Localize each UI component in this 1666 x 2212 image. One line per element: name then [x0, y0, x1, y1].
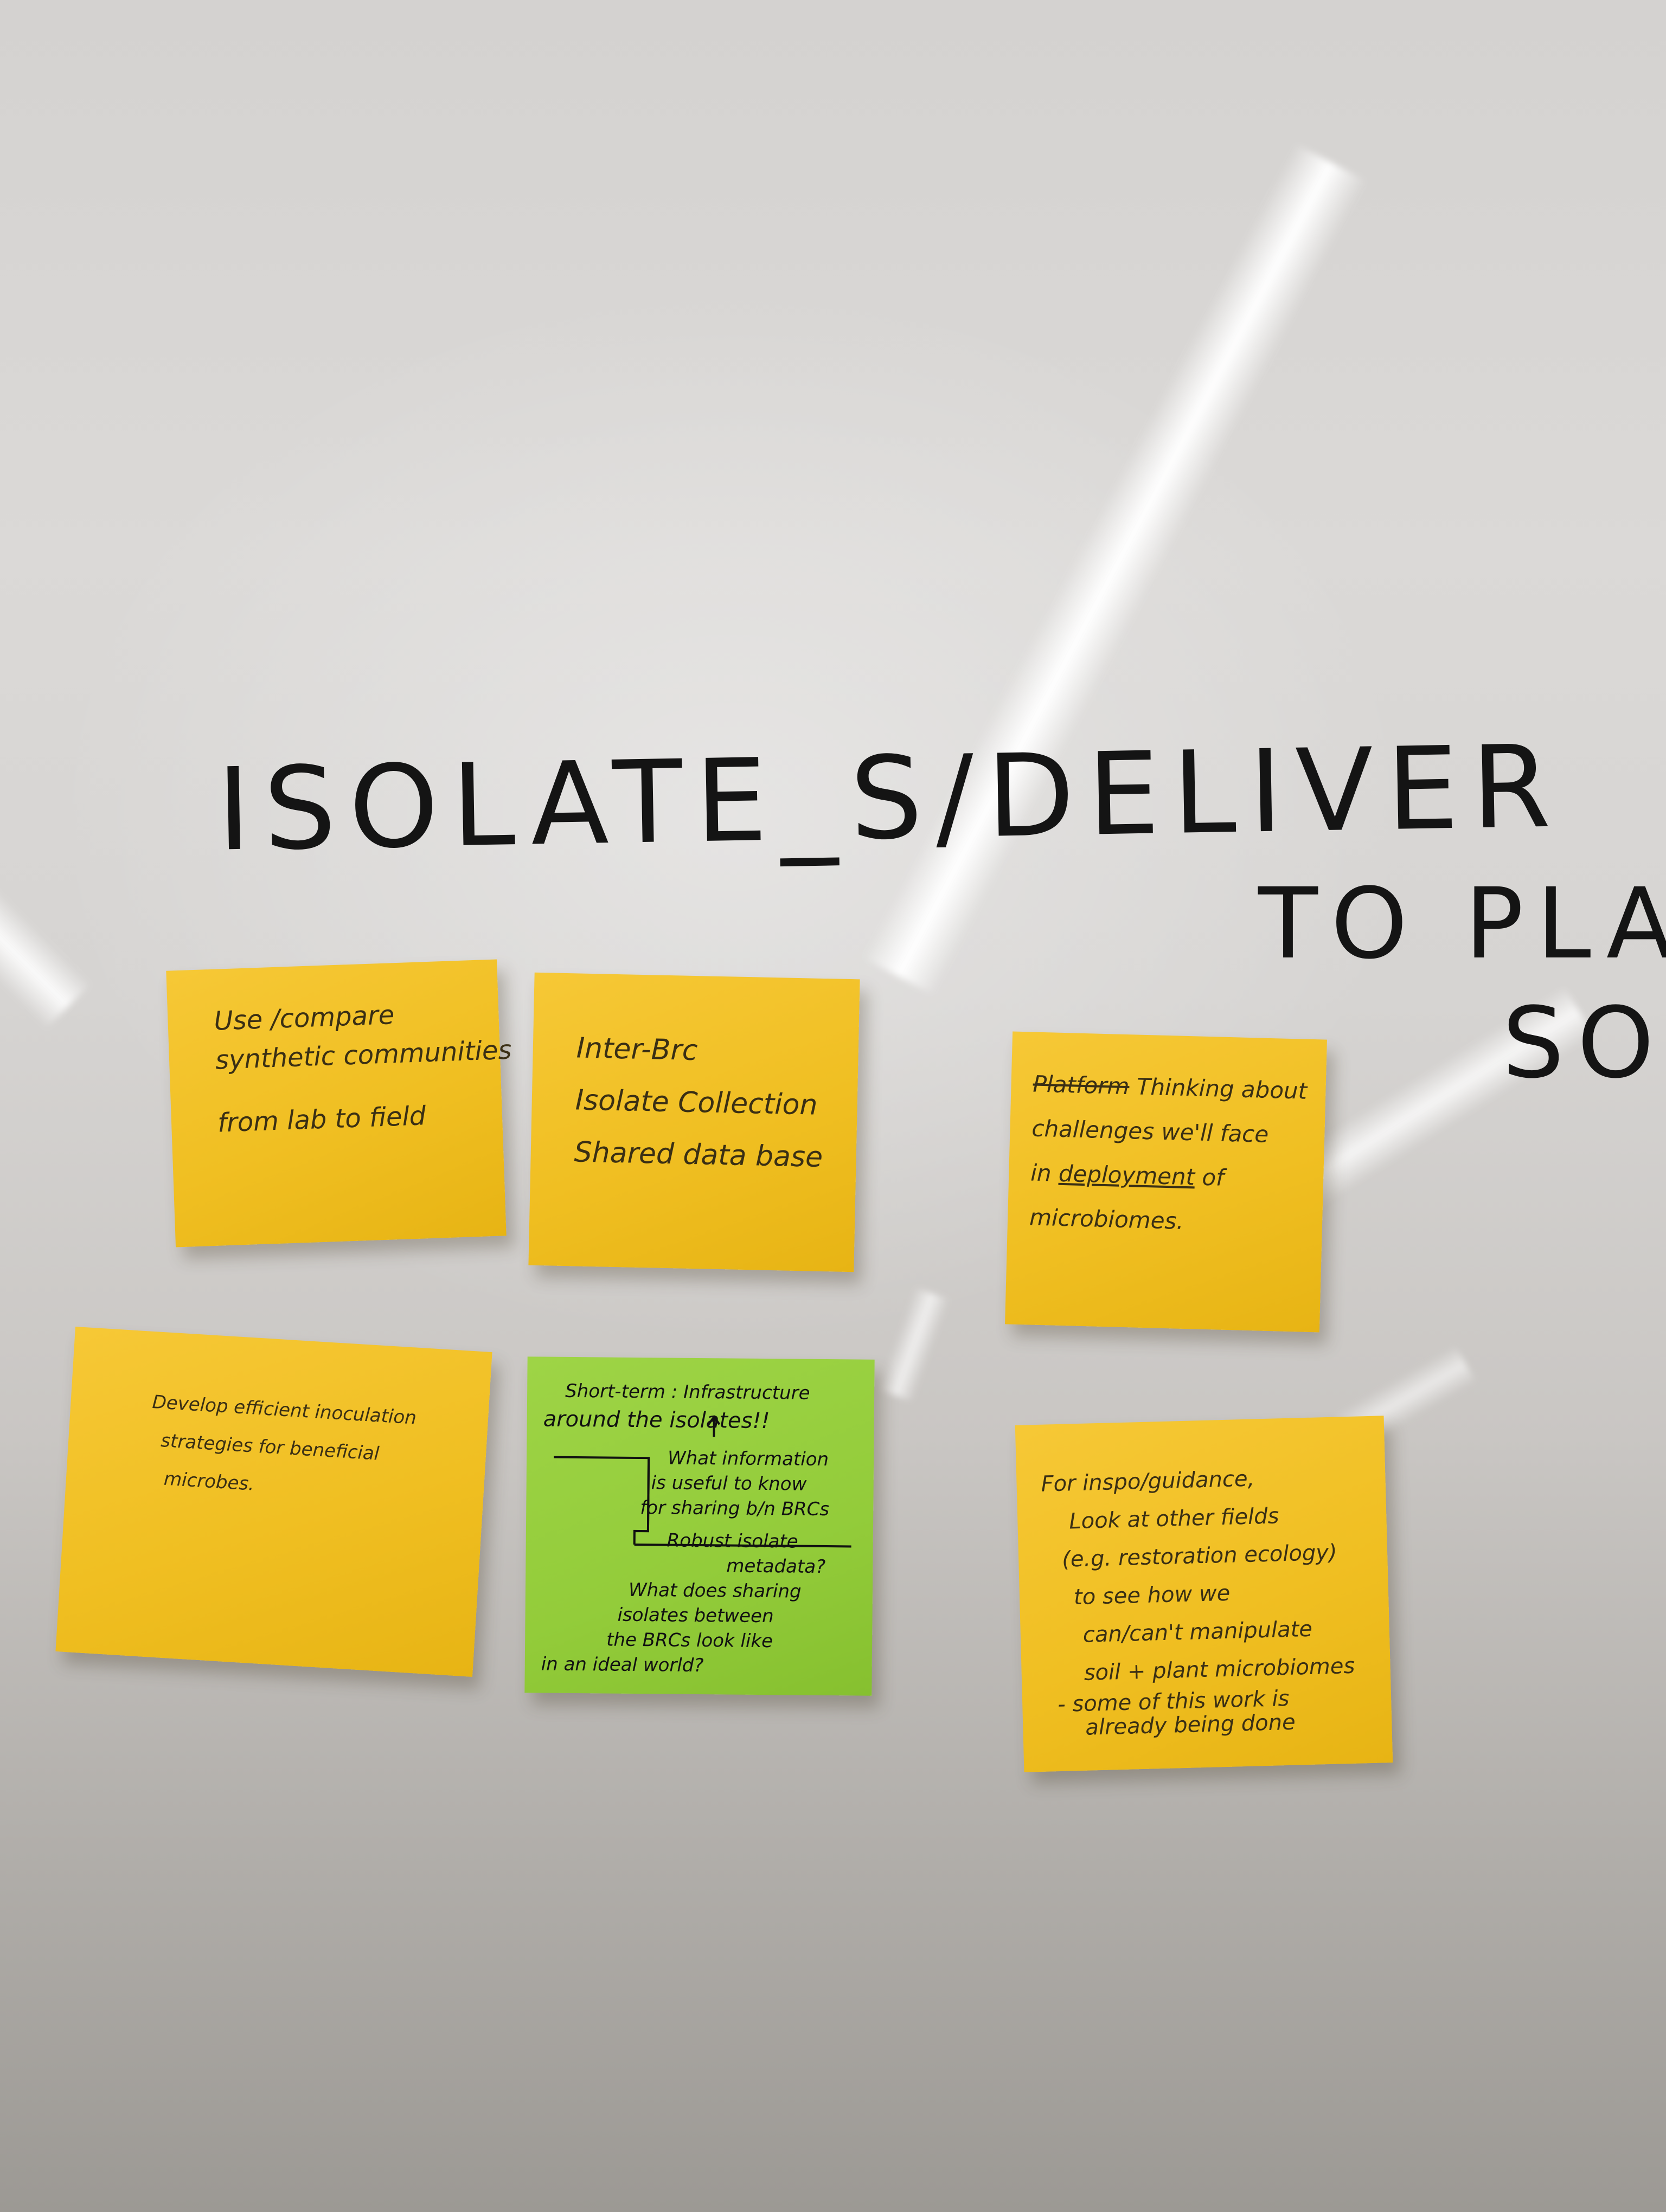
note-text: challenges we'll face: [1031, 1115, 1269, 1148]
sticky-note-restoration-ecology: For inspo/guidance, Look at other fields…: [1015, 1416, 1393, 1772]
note-text: the BRCs look like: [606, 1629, 773, 1652]
underlined-text: deployment: [1058, 1160, 1195, 1191]
note-text: Robust isolate: [667, 1529, 798, 1553]
sticky-note-infrastructure: Short-term : Infrastructure around the i…: [524, 1356, 875, 1696]
note-text: for sharing b/n BRCs: [640, 1497, 830, 1521]
note-text: Inter-Brc: [576, 1032, 699, 1068]
note-text: in: [1030, 1159, 1052, 1187]
note-text: Short-term : Infrastructure: [565, 1380, 810, 1404]
note-text: Isolate Collection: [575, 1084, 818, 1122]
note-text: around the isolates!!: [543, 1406, 770, 1434]
note-text: is useful to know: [651, 1472, 807, 1495]
whiteboard-heading-line2: TO PLA: [1258, 867, 1666, 981]
note-text: What information: [667, 1447, 829, 1471]
note-text: metadata?: [726, 1555, 826, 1578]
note-text: from lab to field: [217, 1101, 427, 1139]
glare-streak-lower: [877, 1287, 951, 1402]
sticky-note-inoculation-strategies: Develop efficient inoculation strategies…: [55, 1327, 492, 1677]
note-text: of: [1201, 1163, 1225, 1191]
sticky-note-isolate-collection: Inter-Brc Isolate Collection Shared data…: [528, 972, 860, 1272]
struck-text: Platform: [1033, 1070, 1130, 1100]
note-text: What does sharing: [628, 1579, 802, 1603]
note-text: in an ideal world?: [541, 1653, 704, 1677]
sticky-note-synthetic-communities: Use /compare synthetic communities from …: [166, 959, 512, 1248]
sticky-note-deployment-challenges: Platform Thinking about challenges we'll…: [1005, 1031, 1327, 1333]
note-text: microbiomes.: [1029, 1204, 1184, 1234]
whiteboard-heading-line1: ISOLATE_S/DELIVER: [216, 720, 1565, 877]
note-text: Shared data base: [574, 1136, 823, 1174]
whiteboard-heading-line3: SOI: [1502, 987, 1666, 1100]
note-text: isolates between: [617, 1604, 774, 1628]
note-text: Thinking about: [1136, 1073, 1308, 1104]
glare-streak-left: [0, 868, 92, 1030]
